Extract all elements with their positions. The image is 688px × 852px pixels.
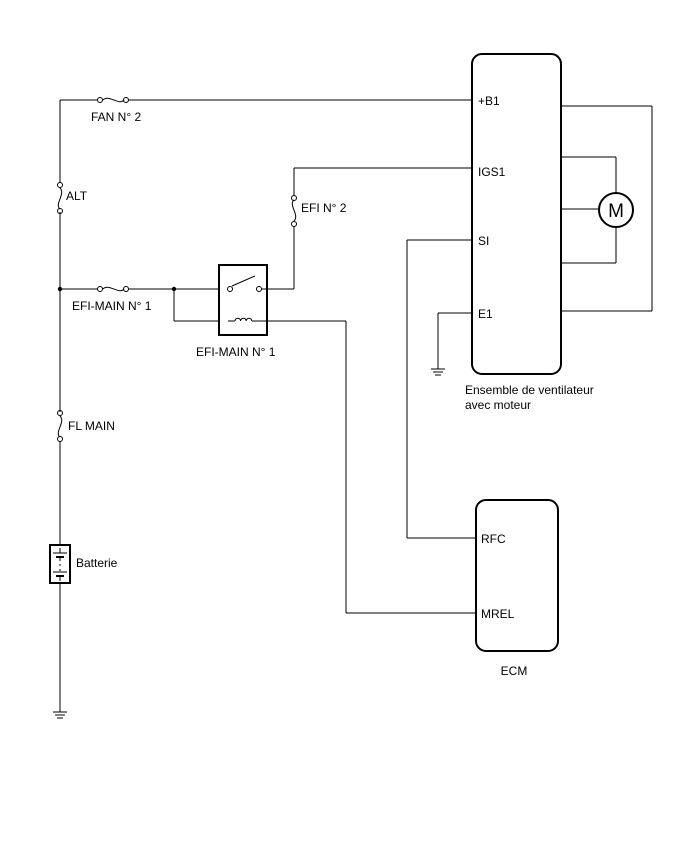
efi-main-fuse-label: EFI-MAIN N° 1: [72, 299, 152, 313]
alt-fuse: [57, 182, 63, 214]
pin-igs1-label: IGS1: [478, 165, 506, 179]
efi-main-relay-label: EFI-MAIN N° 1: [196, 345, 276, 359]
pin-rfc-label: RFC: [481, 532, 506, 546]
fl-main-fuse: [57, 410, 63, 442]
mrel-wire: [345, 321, 476, 614]
pin-b1-label: +B1: [478, 94, 500, 108]
si-rfc-wire: [406, 239, 476, 539]
fan-module-box: [471, 53, 562, 375]
alt-fuse-label: ALT: [66, 189, 88, 203]
fl-main-fuse-label: FL MAIN: [68, 419, 115, 433]
efi-main-relay: [218, 264, 346, 336]
motor-label: M: [608, 201, 624, 222]
efi2-fuse-label: EFI N° 2: [301, 201, 347, 215]
motor-icon: M: [598, 192, 634, 228]
battery: [49, 544, 71, 584]
pin-e1-label: E1: [478, 307, 493, 321]
efi-main-circuit-wire: [57, 286, 235, 322]
ecm-box: [475, 499, 559, 652]
fan-module-name-line1: Ensemble de ventilateur: [465, 383, 594, 397]
e1-ground-icon: [431, 368, 445, 376]
fan-module-name-line2: avec moteur: [465, 398, 531, 412]
e1-ground-wire: [437, 312, 472, 369]
pin-mrel-label: MREL: [481, 607, 515, 621]
fan2-fuse-label: FAN N° 2: [91, 110, 141, 124]
battery-label: Batterie: [76, 556, 118, 570]
fan2-circuit-wire: [60, 97, 472, 103]
motor-wiring: [561, 105, 653, 312]
ecm-label: ECM: [501, 664, 528, 678]
battery-ground-icon: [53, 711, 67, 719]
efi2-circuit-wire: [291, 167, 472, 289]
pin-si-label: SI: [478, 234, 489, 248]
